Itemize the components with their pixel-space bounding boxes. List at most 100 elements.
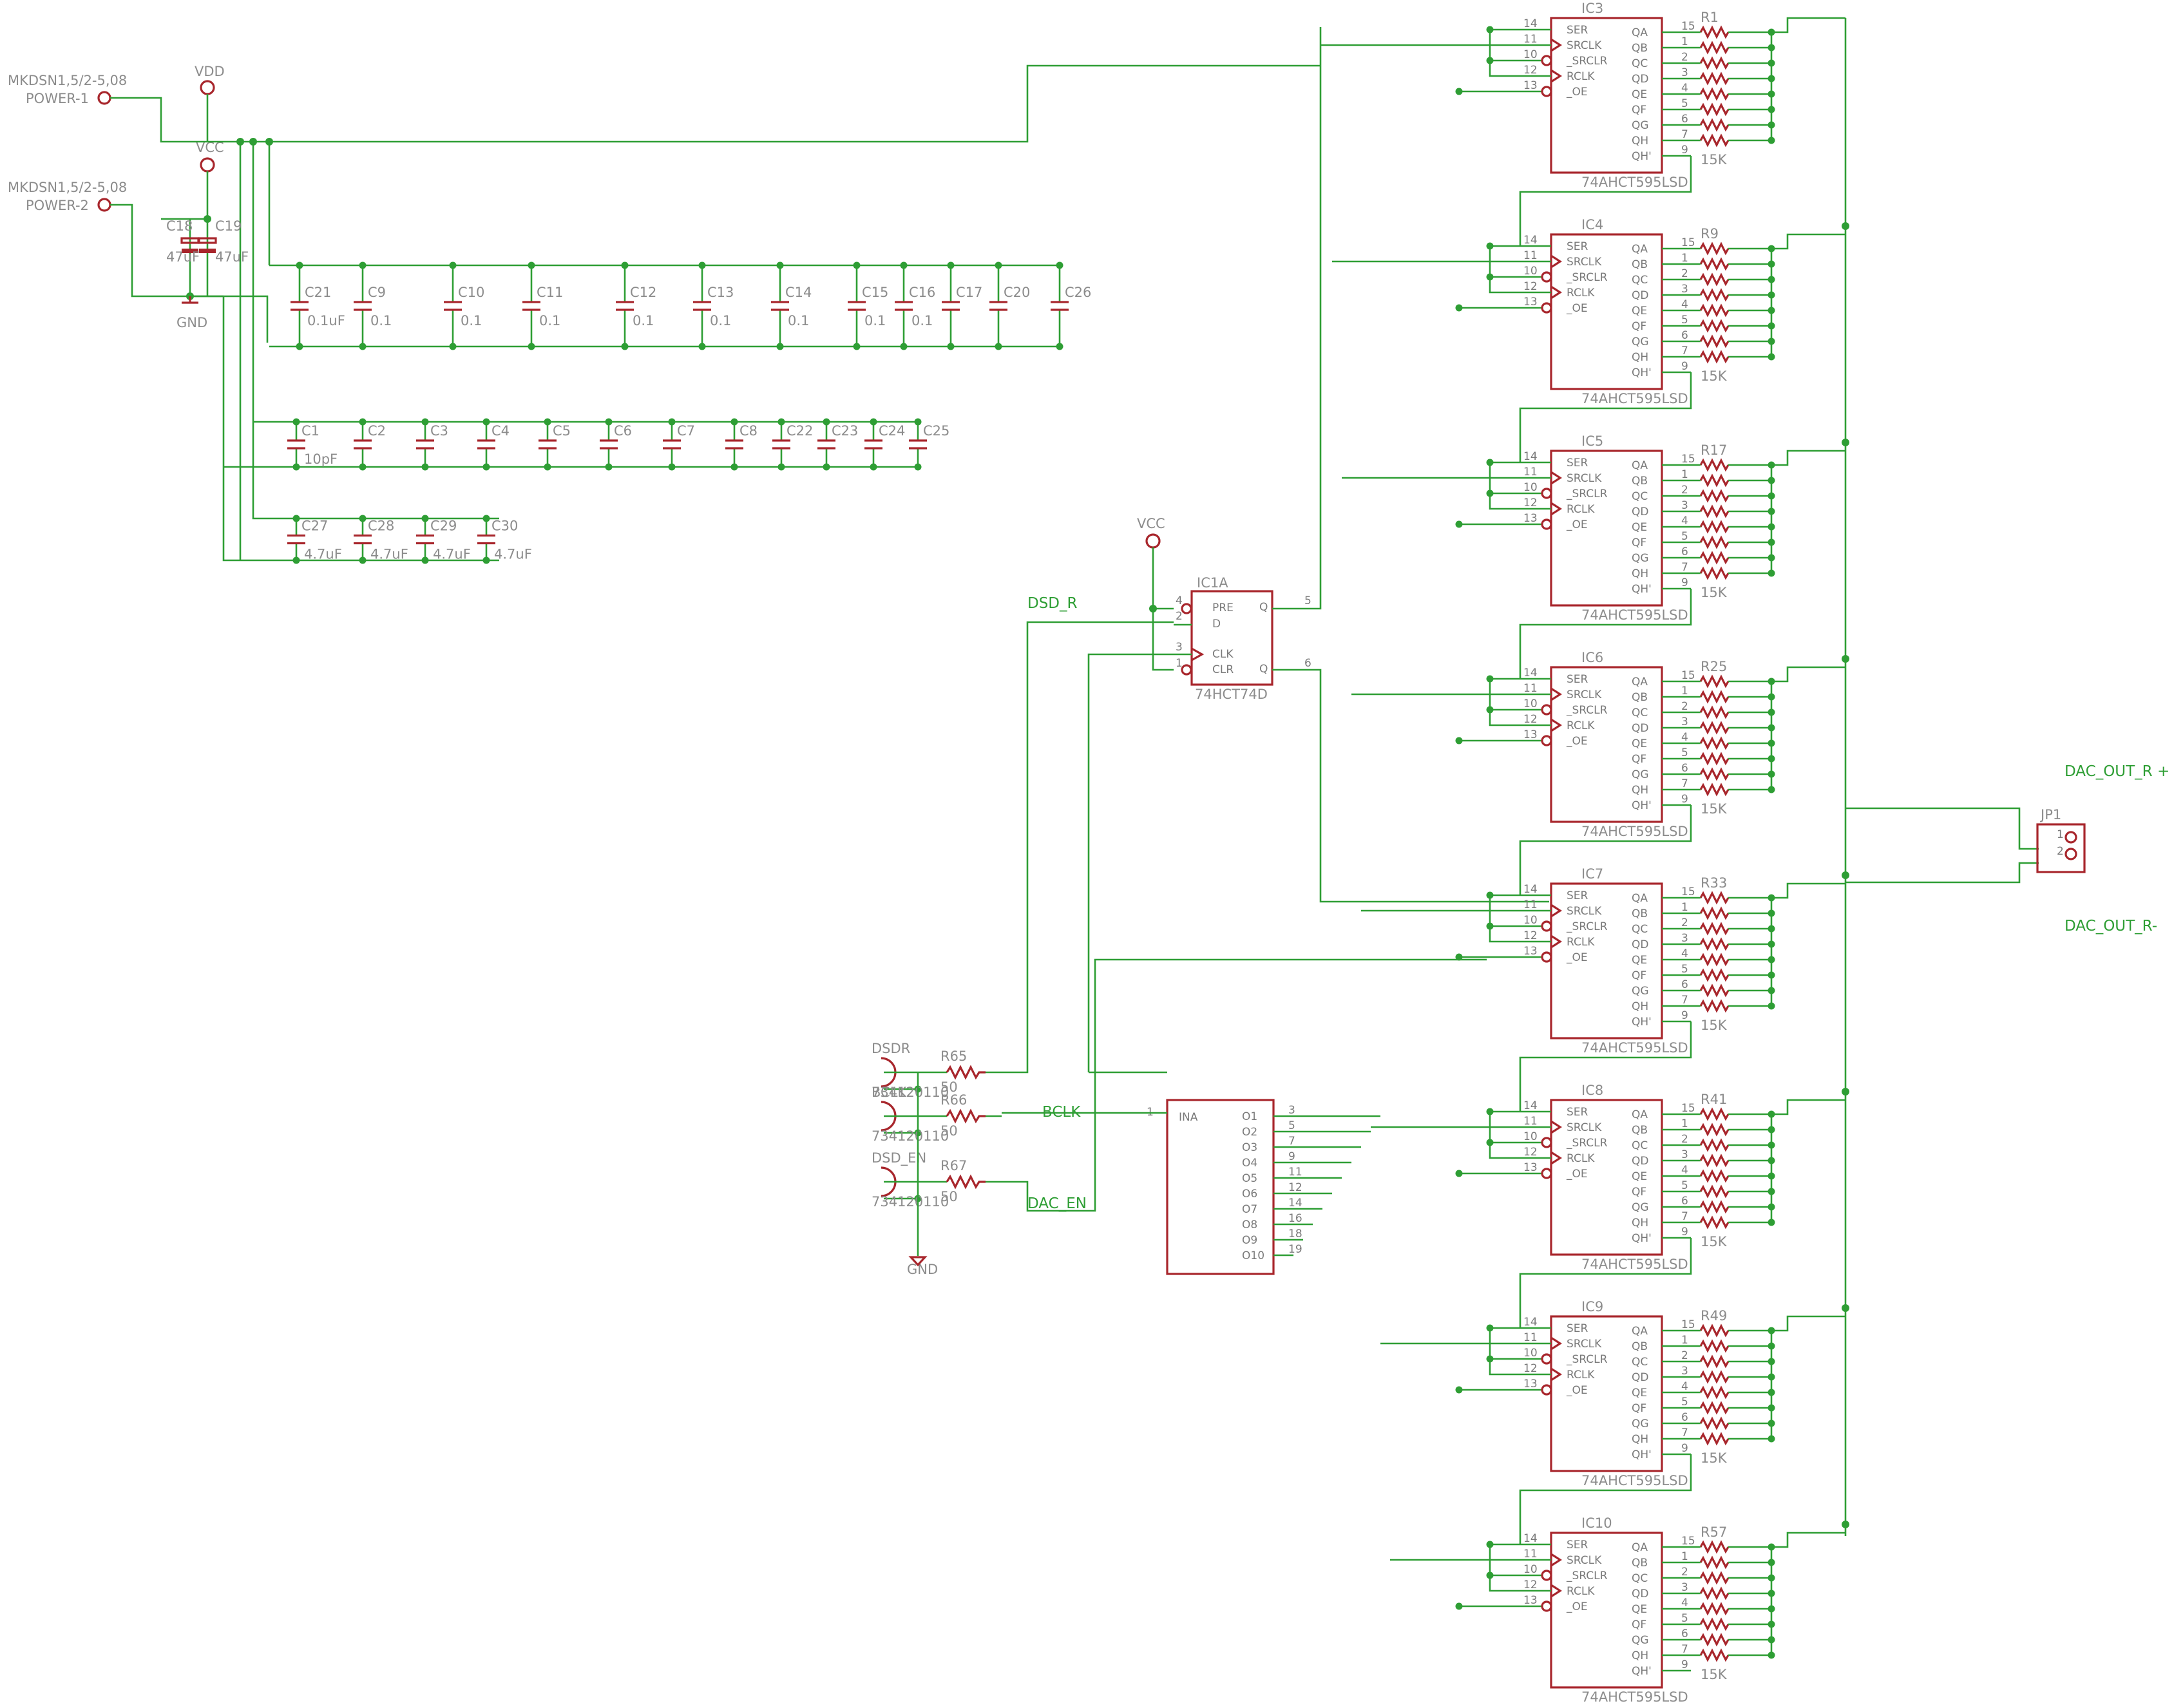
pin-q-bar: Q — [1259, 663, 1268, 676]
pin-label: RCLK — [1567, 503, 1595, 516]
resistor-label: R17 — [1701, 442, 1727, 458]
pin-label: SRCLK — [1567, 1554, 1602, 1567]
pin-number: 15 — [1681, 1102, 1695, 1115]
pin-number: 9 — [1681, 1658, 1688, 1671]
pin-number: 10 — [1523, 914, 1538, 927]
cap-label: C16 — [909, 285, 935, 300]
ff-name: IC1A — [1197, 575, 1228, 591]
pin-label: QG — [1632, 1418, 1649, 1430]
pin-number: 5 — [1288, 1119, 1295, 1132]
pin-label: QH — [1632, 351, 1648, 364]
buffer-output-label: O7 — [1242, 1203, 1257, 1216]
pin-number: 5 — [1304, 594, 1311, 607]
pin-number: 5 — [1681, 963, 1688, 976]
resistor-value: 50 — [940, 1079, 958, 1095]
ic-part: 74AHCT595LSD — [1581, 1257, 1688, 1272]
pin-number: 15 — [1681, 1318, 1695, 1331]
pin-number: 7 — [1288, 1135, 1295, 1148]
pin-label: RCLK — [1567, 719, 1595, 732]
pin-label: _OE — [1566, 518, 1588, 531]
pin-number: 6 — [1681, 762, 1688, 775]
cap-label: C19 — [215, 218, 242, 234]
cap-label: C15 — [862, 285, 888, 300]
ic-part: 74AHCT595LSD — [1581, 391, 1688, 406]
pin-number: 14 — [1523, 1532, 1538, 1545]
pin-label: QC — [1632, 1572, 1648, 1585]
pin-label: RCLK — [1567, 70, 1595, 83]
pin-label: QE — [1632, 1603, 1647, 1616]
pin-number: 4 — [1681, 947, 1688, 960]
buffer-input-label: INA — [1179, 1111, 1198, 1124]
shift-register: IC474AHCT595LSDSER14SRCLK11_SRCLR10RCLK1… — [1332, 217, 1849, 462]
resistor-value: 15K — [1701, 1234, 1728, 1249]
pin-number: 14 — [1523, 667, 1538, 679]
input-part: 734120110 — [872, 1128, 949, 1144]
cap-label: C3 — [430, 423, 448, 439]
cap-label: C28 — [368, 518, 394, 534]
pin-label: QB — [1632, 258, 1648, 271]
pin-label: SER — [1567, 1539, 1588, 1551]
ic-name: IC10 — [1581, 1515, 1612, 1531]
pin-pre: PRE — [1212, 602, 1234, 614]
pin-label: QF — [1632, 536, 1646, 549]
pin-number: 9 — [1288, 1150, 1295, 1163]
pin-number: 11 — [1523, 249, 1538, 262]
pin-number: 4 — [1681, 82, 1688, 95]
pin-label: RCLK — [1567, 1369, 1595, 1381]
capacitor: C2 — [354, 418, 386, 471]
pin-number: 14 — [1523, 17, 1538, 30]
ic-part: 74AHCT595LSD — [1581, 607, 1688, 623]
dac-out-positive-label: DAC_OUT_R + — [2064, 763, 2169, 780]
pin-number: 2 — [1681, 1566, 1688, 1579]
cap-label: C12 — [630, 285, 656, 300]
pin-label: QD — [1632, 1155, 1648, 1168]
ic-part: 74AHCT595LSD — [1581, 824, 1688, 839]
pin-label: QC — [1632, 490, 1648, 503]
pin-number: 3 — [1681, 1365, 1688, 1378]
capacitor: C25 — [909, 418, 949, 471]
capacitor: C3 — [416, 418, 448, 471]
cap-value: 0.1 — [710, 313, 731, 328]
buffer-output-label: O4 — [1242, 1157, 1257, 1170]
cap-label: C25 — [923, 423, 949, 439]
pin-label: SER — [1567, 673, 1588, 686]
cap-label: C23 — [832, 423, 858, 439]
resistor-value: 15K — [1701, 801, 1728, 817]
pin-number: 11 — [1523, 1331, 1538, 1344]
cap-label: C9 — [368, 285, 386, 300]
pin-label: QH — [1632, 1000, 1648, 1013]
pin-label: _OE — [1566, 735, 1588, 748]
pin-label: QC — [1632, 274, 1648, 287]
pin-label: QB — [1632, 907, 1648, 920]
capacitor: C20 — [989, 261, 1030, 350]
conn1-part: MKDSN1,5/2-5,08 — [8, 73, 127, 88]
buffer-output-label: O1 — [1242, 1110, 1257, 1123]
buffer-output-label: O2 — [1242, 1126, 1257, 1139]
pin-number: 1 — [1681, 252, 1688, 265]
pin-number: 1 — [1681, 1550, 1688, 1563]
pin-label: QD — [1632, 289, 1648, 302]
pin-number: 15 — [1681, 20, 1695, 33]
pin-label: QG — [1632, 985, 1649, 998]
resistor-label: R41 — [1701, 1092, 1727, 1107]
pin-number: 4 — [1681, 1597, 1688, 1609]
electrolytic-capacitor: C18 47uF — [166, 218, 200, 265]
input-label: BCLK — [872, 1085, 907, 1100]
pin-number: 5 — [1681, 746, 1688, 759]
pin-label: QD — [1632, 73, 1648, 86]
pin-label: QE — [1632, 1387, 1647, 1400]
cap-label: C4 — [491, 423, 510, 439]
pin-label: QB — [1632, 475, 1648, 488]
pin-label: QH — [1632, 1217, 1648, 1229]
jumper-pin: 2 — [2057, 845, 2064, 858]
pin-number: 9 — [1681, 576, 1688, 589]
pin-label: RCLK — [1567, 936, 1595, 949]
cap-label: C21 — [305, 285, 331, 300]
